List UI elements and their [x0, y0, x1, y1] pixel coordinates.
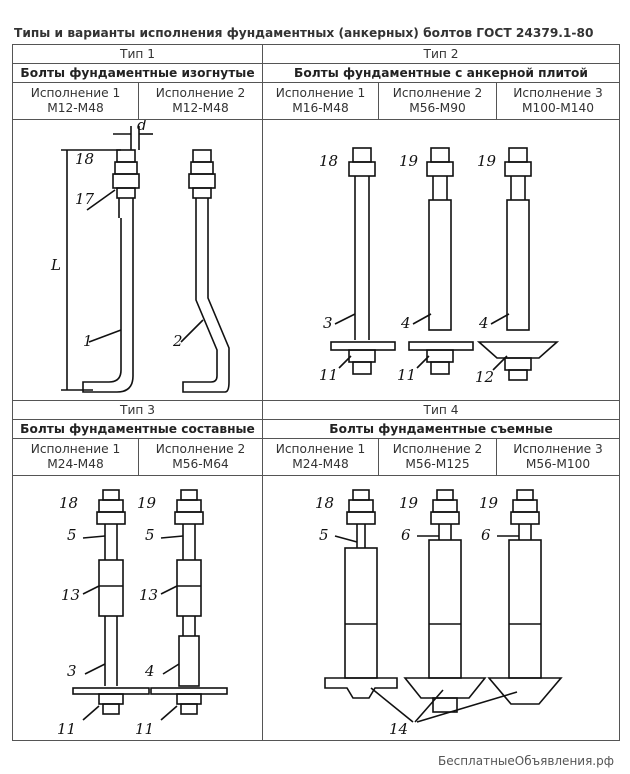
- label-18: 18: [315, 494, 334, 512]
- label-18: 18: [319, 152, 338, 170]
- type-2-drawing: 18 3 11 19 4 11: [261, 119, 621, 401]
- label-L: L: [50, 256, 61, 274]
- label-13b: 13: [139, 586, 158, 604]
- label-19b: 19: [477, 152, 497, 170]
- type-4-label: Тип 4: [261, 400, 621, 420]
- type-2-label: Тип 2: [261, 44, 621, 64]
- label-14: 14: [389, 720, 408, 738]
- type-1-bolts-svg: d L 18 17 1: [50, 120, 230, 393]
- label-d: d: [137, 120, 147, 134]
- label-11: 11: [319, 366, 338, 384]
- label-11b: 11: [135, 720, 154, 738]
- label-5a: 5: [67, 526, 77, 544]
- type-2-name: Болты фундаментные с анкерной плитой: [261, 63, 621, 83]
- type-3-name: Болты фундаментные составные: [12, 419, 263, 439]
- type-2-bolts-svg: 18 3 11 19 4 11: [319, 147, 560, 386]
- bolt-types-table: Тип 1 Тип 2 Болты фундаментные изогнутые…: [12, 44, 621, 741]
- type-3-label: Тип 3: [12, 400, 263, 420]
- label-19a: 19: [399, 494, 419, 512]
- label-11a: 11: [57, 720, 76, 738]
- label-19: 19: [137, 494, 157, 512]
- label-1: 1: [83, 332, 93, 350]
- type-3-bolts-svg: 18 5 13 3 11 19 5: [57, 489, 228, 738]
- label-13a: 13: [61, 586, 80, 604]
- type-4-name: Болты фундаментные съемные: [261, 419, 621, 439]
- label-18: 18: [75, 150, 94, 168]
- type-1-drawing: d L 18 17 1: [12, 119, 263, 401]
- label-4a: 4: [400, 314, 411, 332]
- type-3-drawing: 18 5 13 3 11 19 5: [12, 475, 263, 741]
- label-4b: 4: [478, 314, 489, 332]
- label-19b: 19: [479, 494, 499, 512]
- label-6b: 6: [481, 526, 491, 544]
- page-title: Типы и варианты исполнения фундаментных …: [14, 26, 594, 40]
- label-2: 2: [172, 332, 183, 350]
- label-17: 17: [75, 190, 95, 208]
- label-18: 18: [59, 494, 78, 512]
- label-6a: 6: [401, 526, 411, 544]
- type-1-label: Тип 1: [12, 44, 263, 64]
- label-3: 3: [323, 314, 333, 332]
- label-12: 12: [475, 368, 494, 386]
- type-4-bolts-svg: 18 5 19 6 19 6: [315, 489, 563, 738]
- label-5b: 5: [145, 526, 155, 544]
- type-4-drawing: 18 5 19 6 19 6: [261, 475, 621, 741]
- label-5: 5: [319, 526, 329, 544]
- watermark: БесплатныеОбъявления.рф: [438, 754, 614, 768]
- label-19a: 19: [399, 152, 419, 170]
- label-11b: 11: [397, 366, 416, 384]
- type-1-name: Болты фундаментные изогнутые: [12, 63, 263, 83]
- label-3: 3: [67, 662, 77, 680]
- label-4: 4: [144, 662, 155, 680]
